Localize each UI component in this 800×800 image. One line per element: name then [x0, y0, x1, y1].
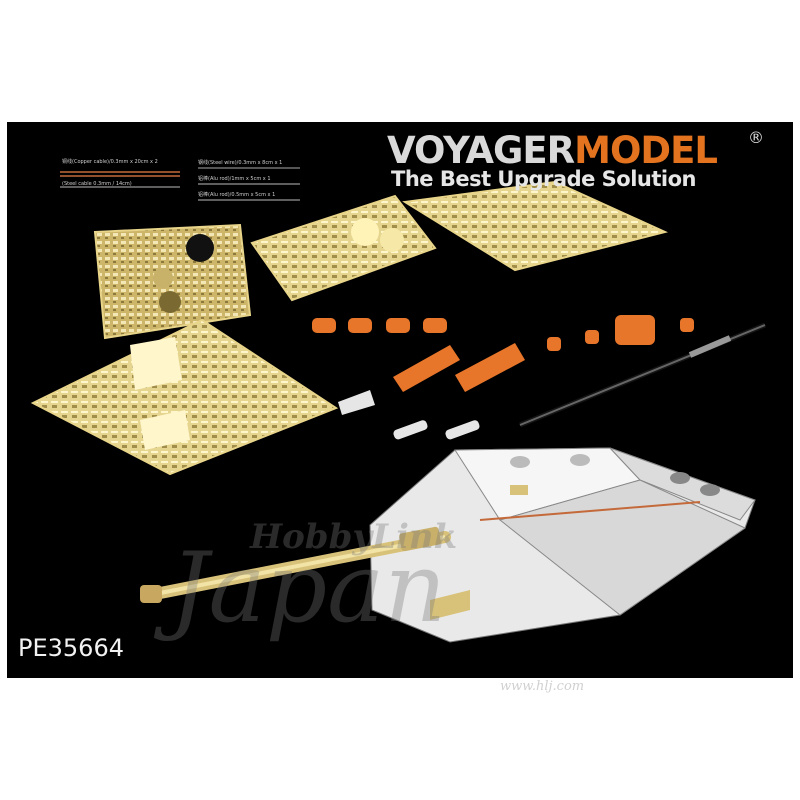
- watermark-brand: HobbyLink: [250, 517, 458, 557]
- part-note-alu-rod-1mm: 铝棒(Alu rod)/1mm x 5cm x 1: [198, 176, 271, 182]
- part-note-copper-cable: 铜线(Copper cable)/0.3mm x 20cm x 2: [62, 159, 158, 165]
- brand-slogan: The Best Upgrade Solution: [391, 167, 696, 191]
- brand-name-part1: VOYAGER: [387, 129, 575, 172]
- resin-parts: [312, 315, 694, 392]
- pe-fret-1: [93, 223, 252, 340]
- pe-fret-3: [402, 180, 669, 272]
- part-note-alu-rod-05mm: 铝棒(Alu rod)/0.5mm x 5cm x 1: [198, 192, 276, 198]
- watermark-url: www.hlj.com: [500, 679, 585, 694]
- pe-fret-2: [250, 194, 437, 302]
- wire-samples: [60, 167, 300, 201]
- watermark-script: Japan: [170, 532, 447, 644]
- brand-name-part2: MODEL: [574, 129, 718, 172]
- registered-mark: ®: [748, 128, 764, 147]
- brand-logo: VOYAGERMODEL: [387, 129, 718, 172]
- tank-model: [369, 447, 756, 643]
- pe-fret-4: [30, 318, 339, 476]
- part-note-steel-cable: (Steel cable 0.3mm / 14cm): [62, 181, 132, 187]
- part-note-steel-wire: 钢线(Steel wire)/0.3mm x 8cm x 1: [198, 160, 283, 166]
- metal-barrel: [519, 322, 766, 428]
- grey-parts: [338, 390, 480, 440]
- product-code: PE35664: [18, 634, 124, 662]
- brass-gun-barrel: [140, 526, 451, 603]
